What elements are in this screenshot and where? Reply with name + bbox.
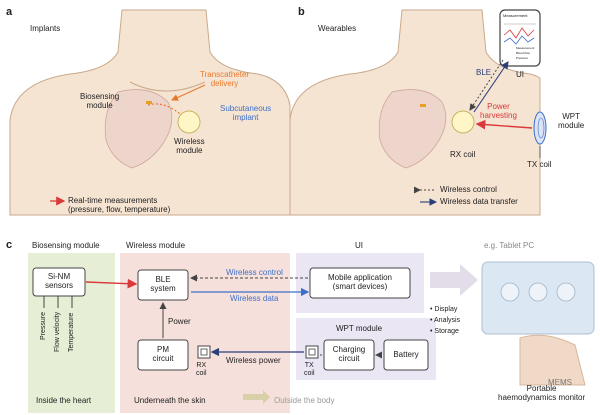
mobile-app-label: Mobile application (smart devices) [327, 273, 393, 292]
heart-a [104, 89, 173, 169]
wireless-data-label: Wireless data [230, 294, 279, 303]
wireless-module-label: Wireless module [174, 137, 205, 156]
tablet-graphic [481, 261, 595, 386]
implants-title: Implants [30, 24, 61, 33]
pm-circuit-box [137, 339, 189, 371]
subcutaneous-label: Subcutaneous implant [220, 104, 272, 123]
ble-label: BLE [476, 68, 492, 77]
ui-function-analysis-text: Analysis [434, 317, 461, 324]
charging-circuit-box [323, 339, 375, 371]
wireless-power-label: Wireless power [226, 356, 281, 365]
legend-wireless-data: Wireless data transfer [440, 197, 518, 206]
wearables-title: Wearables [318, 24, 357, 33]
phone-graphic [499, 9, 541, 67]
ble-control-arrow [469, 59, 504, 111]
wireless-module-a [177, 110, 201, 134]
phone-item-1: Measurement [516, 46, 535, 50]
pm-circuit-label: PM circuit [152, 345, 174, 364]
legend-wireless-control: Wireless control [440, 185, 497, 194]
ble-system-label: BLE system [150, 275, 176, 294]
ble-data-arrow [473, 61, 509, 113]
sensor-flow-label: Flow velocity [54, 311, 61, 352]
power-harvesting-label: Power harvesting [480, 102, 517, 121]
rx-coil-label-b: RX coil [450, 150, 476, 159]
battery-label: Battery [393, 350, 419, 359]
biosensing-module-label: Biosensing module [80, 92, 120, 111]
underneath-skin-label: Underneath the skin [134, 396, 206, 405]
ui-function-analysis: • Analysis [430, 317, 461, 324]
rx-coil-b [451, 110, 475, 134]
mobile-app-box [309, 267, 411, 299]
power-label: Power [168, 317, 191, 326]
wpt-module-label-b: WPT module [558, 112, 585, 131]
ble-system-box [137, 269, 189, 301]
watermark: MEMS [548, 378, 572, 387]
wireless-control-label: Wireless control [226, 268, 283, 277]
ui-function-storage-text: Storage [434, 328, 459, 335]
ui-function-storage: • Storage [430, 328, 459, 335]
panel-letter-a: a [6, 6, 13, 18]
ui-label-b: UI [516, 70, 524, 79]
wpt-module-title-c: WPT module [336, 324, 383, 333]
rx-coil-icon [197, 345, 211, 359]
wpt-module-b [533, 111, 547, 145]
section-wireless-title: Wireless module [126, 241, 186, 250]
realtime-measurements-label: Real-time measurements (pressure, flow, … [68, 196, 171, 215]
ui-function-display-text: Display [434, 306, 458, 313]
location-arrow [243, 390, 270, 404]
tx-coil-label-c: TX coil [304, 362, 315, 378]
transcatheter-arrow [171, 84, 206, 101]
section-ui-title: UI [355, 241, 363, 250]
sinm-sensors-box [32, 267, 86, 297]
biosensor-a [146, 101, 152, 104]
panel-letter-b: b [298, 6, 305, 18]
ui-function-display: • Display [430, 306, 458, 313]
sinm-sensors-label: Si-NM sensors [44, 272, 73, 291]
portable-monitor-label: Portable haemodynamics monitor [498, 384, 586, 403]
phone-item-2: Blood flow [516, 51, 530, 55]
phone-screen-title: Measurement [503, 13, 528, 18]
tx-coil-label-b: TX coil [527, 160, 552, 169]
section-tablet-title: e.g. Tablet PC [484, 241, 535, 250]
power-harvest-arrow [475, 119, 533, 130]
biosensor-b [420, 104, 426, 107]
sensor-pressure-label: Pressure [40, 311, 47, 340]
tx-coil-icon [305, 345, 319, 359]
phone-item-3: Pressure [516, 56, 529, 60]
to-tablet-arrow [430, 264, 478, 296]
outside-body-label: Outside the body [274, 396, 335, 405]
rx-coil-label-c: RX coil [196, 362, 207, 378]
inside-heart-label: Inside the heart [36, 396, 92, 405]
transcatheter-label: Transcatheter delivery [200, 70, 250, 89]
sensor-to-ble-arrow [85, 278, 138, 289]
panel-letter-c: c [6, 239, 13, 251]
heart-b [378, 89, 447, 169]
charging-circuit-label: Charging circuit [332, 345, 366, 364]
sensor-temperature-label: Temperature [68, 312, 75, 352]
battery-box [383, 339, 429, 371]
section-biosensing-title: Biosensing module [32, 241, 100, 250]
